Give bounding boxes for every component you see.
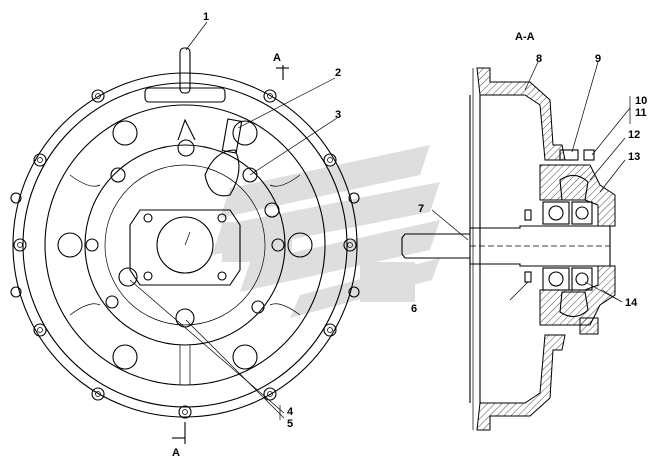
- hub-flange: [129, 209, 241, 286]
- housing-section-lower: [476, 334, 566, 431]
- callout-5: 5: [287, 418, 293, 430]
- watermark-logo: [212, 145, 440, 318]
- lightening-holes: [57, 120, 313, 370]
- callout-4: 4: [287, 406, 294, 418]
- callout-3: 3: [335, 109, 341, 121]
- callout-12: 12: [628, 129, 640, 141]
- callout-10: 10: [635, 95, 647, 107]
- perimeter-bolts: [10, 89, 360, 419]
- housing-rim: [22, 82, 348, 408]
- section-mark-top-label: А: [273, 52, 281, 64]
- inner-bolts: [85, 167, 285, 328]
- callout-2: 2: [335, 67, 341, 79]
- release-fork: [177, 118, 258, 197]
- bearings: [524, 201, 593, 291]
- housing-inner-rim: [44, 104, 326, 386]
- section-mark-bottom-label: А: [172, 447, 180, 459]
- section-mark-bottom: А: [172, 422, 186, 459]
- pressure-plate-inner: [104, 164, 266, 326]
- housing-section-upper: [476, 67, 566, 161]
- front-view: А А: [10, 47, 360, 459]
- callout-8: 8: [536, 53, 542, 65]
- leader-lines: [129, 21, 631, 420]
- section-title: А-А: [515, 31, 535, 43]
- lower-bolt: [579, 317, 599, 335]
- pressure-plate-outline: [84, 144, 286, 346]
- spoke-slots: [69, 174, 301, 385]
- callout-6: 6: [411, 303, 417, 315]
- release-lever-1: [144, 47, 226, 103]
- callout-11: 11: [635, 107, 647, 119]
- housing-outline: [12, 72, 358, 418]
- callout-14: 14: [625, 297, 638, 309]
- callout-labels: 1 2 3 4 5 6 7 8 9 10 11 12 13 14: [203, 11, 647, 430]
- section-view: А-А: [401, 31, 616, 431]
- callout-9: 9: [595, 53, 601, 65]
- callout-7: 7: [418, 203, 424, 215]
- callout-1: 1: [203, 11, 209, 23]
- section-mark-top: А: [273, 52, 289, 80]
- callout-13: 13: [628, 151, 640, 163]
- flange-bolts: [559, 149, 599, 335]
